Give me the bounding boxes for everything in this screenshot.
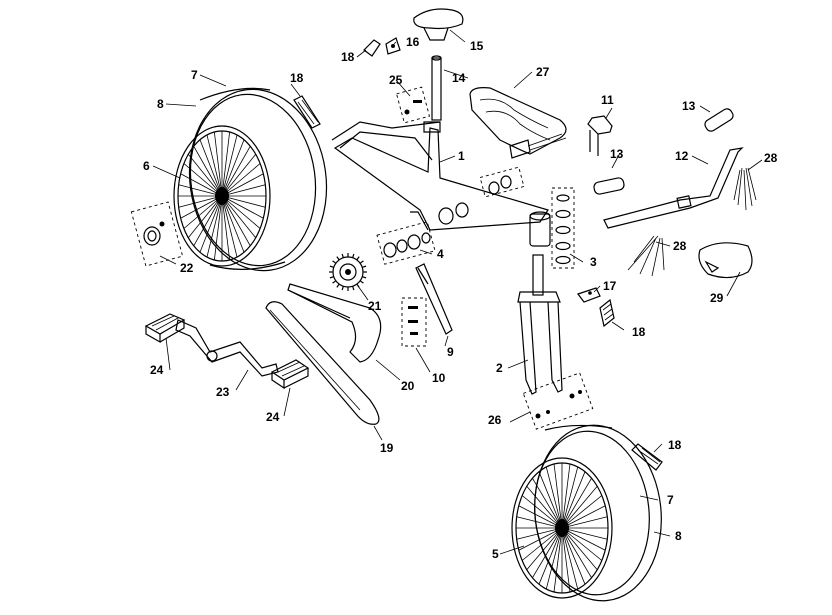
- callout-1: 1: [458, 149, 465, 163]
- handlebar-stem: [587, 115, 613, 156]
- chain-guard: [287, 283, 382, 363]
- callout-12: 12: [675, 149, 689, 163]
- callout-7-rear: 7: [191, 68, 198, 82]
- handlebar-pad: [698, 242, 753, 279]
- seat: [413, 8, 464, 41]
- callout-20: 20: [401, 379, 415, 393]
- seat-clamp-parts: [363, 37, 401, 57]
- seat-bolt-set: [396, 86, 430, 124]
- frame-pad: [469, 87, 567, 155]
- callout-18-front-wheel: 18: [668, 438, 682, 452]
- callout-4: 4: [437, 247, 444, 261]
- callout-23: 23: [216, 385, 230, 399]
- callout-25: 25: [389, 73, 403, 87]
- fork-axle-hardware: [522, 372, 594, 430]
- seat-post: [431, 55, 442, 121]
- leader-lines: [152, 29, 763, 555]
- callout-26: 26: [488, 413, 502, 427]
- callout-18-seat: 18: [341, 50, 355, 64]
- callout-3: 3: [590, 255, 597, 269]
- callout-21: 21: [368, 299, 382, 313]
- bicycle-frame: [331, 121, 551, 247]
- callout-27: 27: [536, 65, 550, 79]
- kickstand-hardware: [401, 297, 427, 347]
- reflector-front-wheel: [631, 443, 663, 471]
- callout-2: 2: [496, 361, 503, 375]
- callout-16: 16: [406, 35, 420, 49]
- rear-tire: [188, 87, 328, 272]
- callout-24-right: 24: [266, 410, 280, 424]
- streamer-left: [627, 235, 665, 277]
- chain: [265, 301, 380, 425]
- callout-13-upper: 13: [682, 99, 696, 113]
- callout-17: 17: [603, 279, 617, 293]
- handlebar-grip-upper: [704, 108, 734, 132]
- rear-wheel-assembly: [173, 87, 328, 272]
- callout-29: 29: [710, 291, 724, 305]
- callout-7-front: 7: [667, 493, 674, 507]
- callout-14: 14: [452, 71, 466, 85]
- callout-19: 19: [380, 441, 394, 455]
- pedal-right: [270, 359, 310, 390]
- seat-clamp: [509, 139, 531, 159]
- kickstand: [415, 263, 453, 335]
- callout-8-front: 8: [675, 529, 682, 543]
- front-tire: [534, 424, 662, 602]
- reflector-front: [599, 298, 615, 328]
- callout-15: 15: [470, 39, 484, 53]
- callout-24-left: 24: [150, 363, 164, 377]
- streamer-right: [733, 167, 757, 211]
- bottom-bracket-cups: [438, 166, 525, 225]
- pedal-left: [144, 313, 186, 344]
- rear-spoked-wheel: [173, 125, 271, 267]
- front-fork: [517, 254, 563, 395]
- reflector-rear-wheel: [293, 95, 321, 129]
- bottom-bracket-bearings: [376, 221, 436, 265]
- headset-bearings: [551, 187, 575, 269]
- front-spoked-wheel: [511, 457, 613, 599]
- rear-axle-hardware: [130, 201, 184, 267]
- callout-18-fork: 18: [632, 325, 646, 339]
- handlebar-grip-lower: [593, 177, 625, 195]
- crank: [175, 319, 279, 377]
- reflector-bracket: [577, 287, 601, 303]
- callout-8-rear: 8: [157, 97, 164, 111]
- callout-18-rear-wheel: 18: [290, 71, 304, 85]
- callout-13-lower: 13: [610, 147, 624, 161]
- handlebar: [603, 147, 744, 229]
- callout-28-left: 28: [673, 239, 687, 253]
- callout-28-right: 28: [764, 151, 778, 165]
- callout-labels: 1 2 3 4 5 6 7 8 7 8 9 10 11 12 13 13 14 …: [143, 35, 778, 561]
- callout-6: 6: [143, 159, 150, 173]
- callout-5: 5: [492, 547, 499, 561]
- callout-9: 9: [447, 345, 454, 359]
- callout-10: 10: [432, 371, 446, 385]
- front-wheel-assembly: [511, 424, 662, 602]
- callout-22: 22: [180, 261, 194, 275]
- callout-11: 11: [601, 93, 614, 107]
- chainring: [329, 253, 367, 291]
